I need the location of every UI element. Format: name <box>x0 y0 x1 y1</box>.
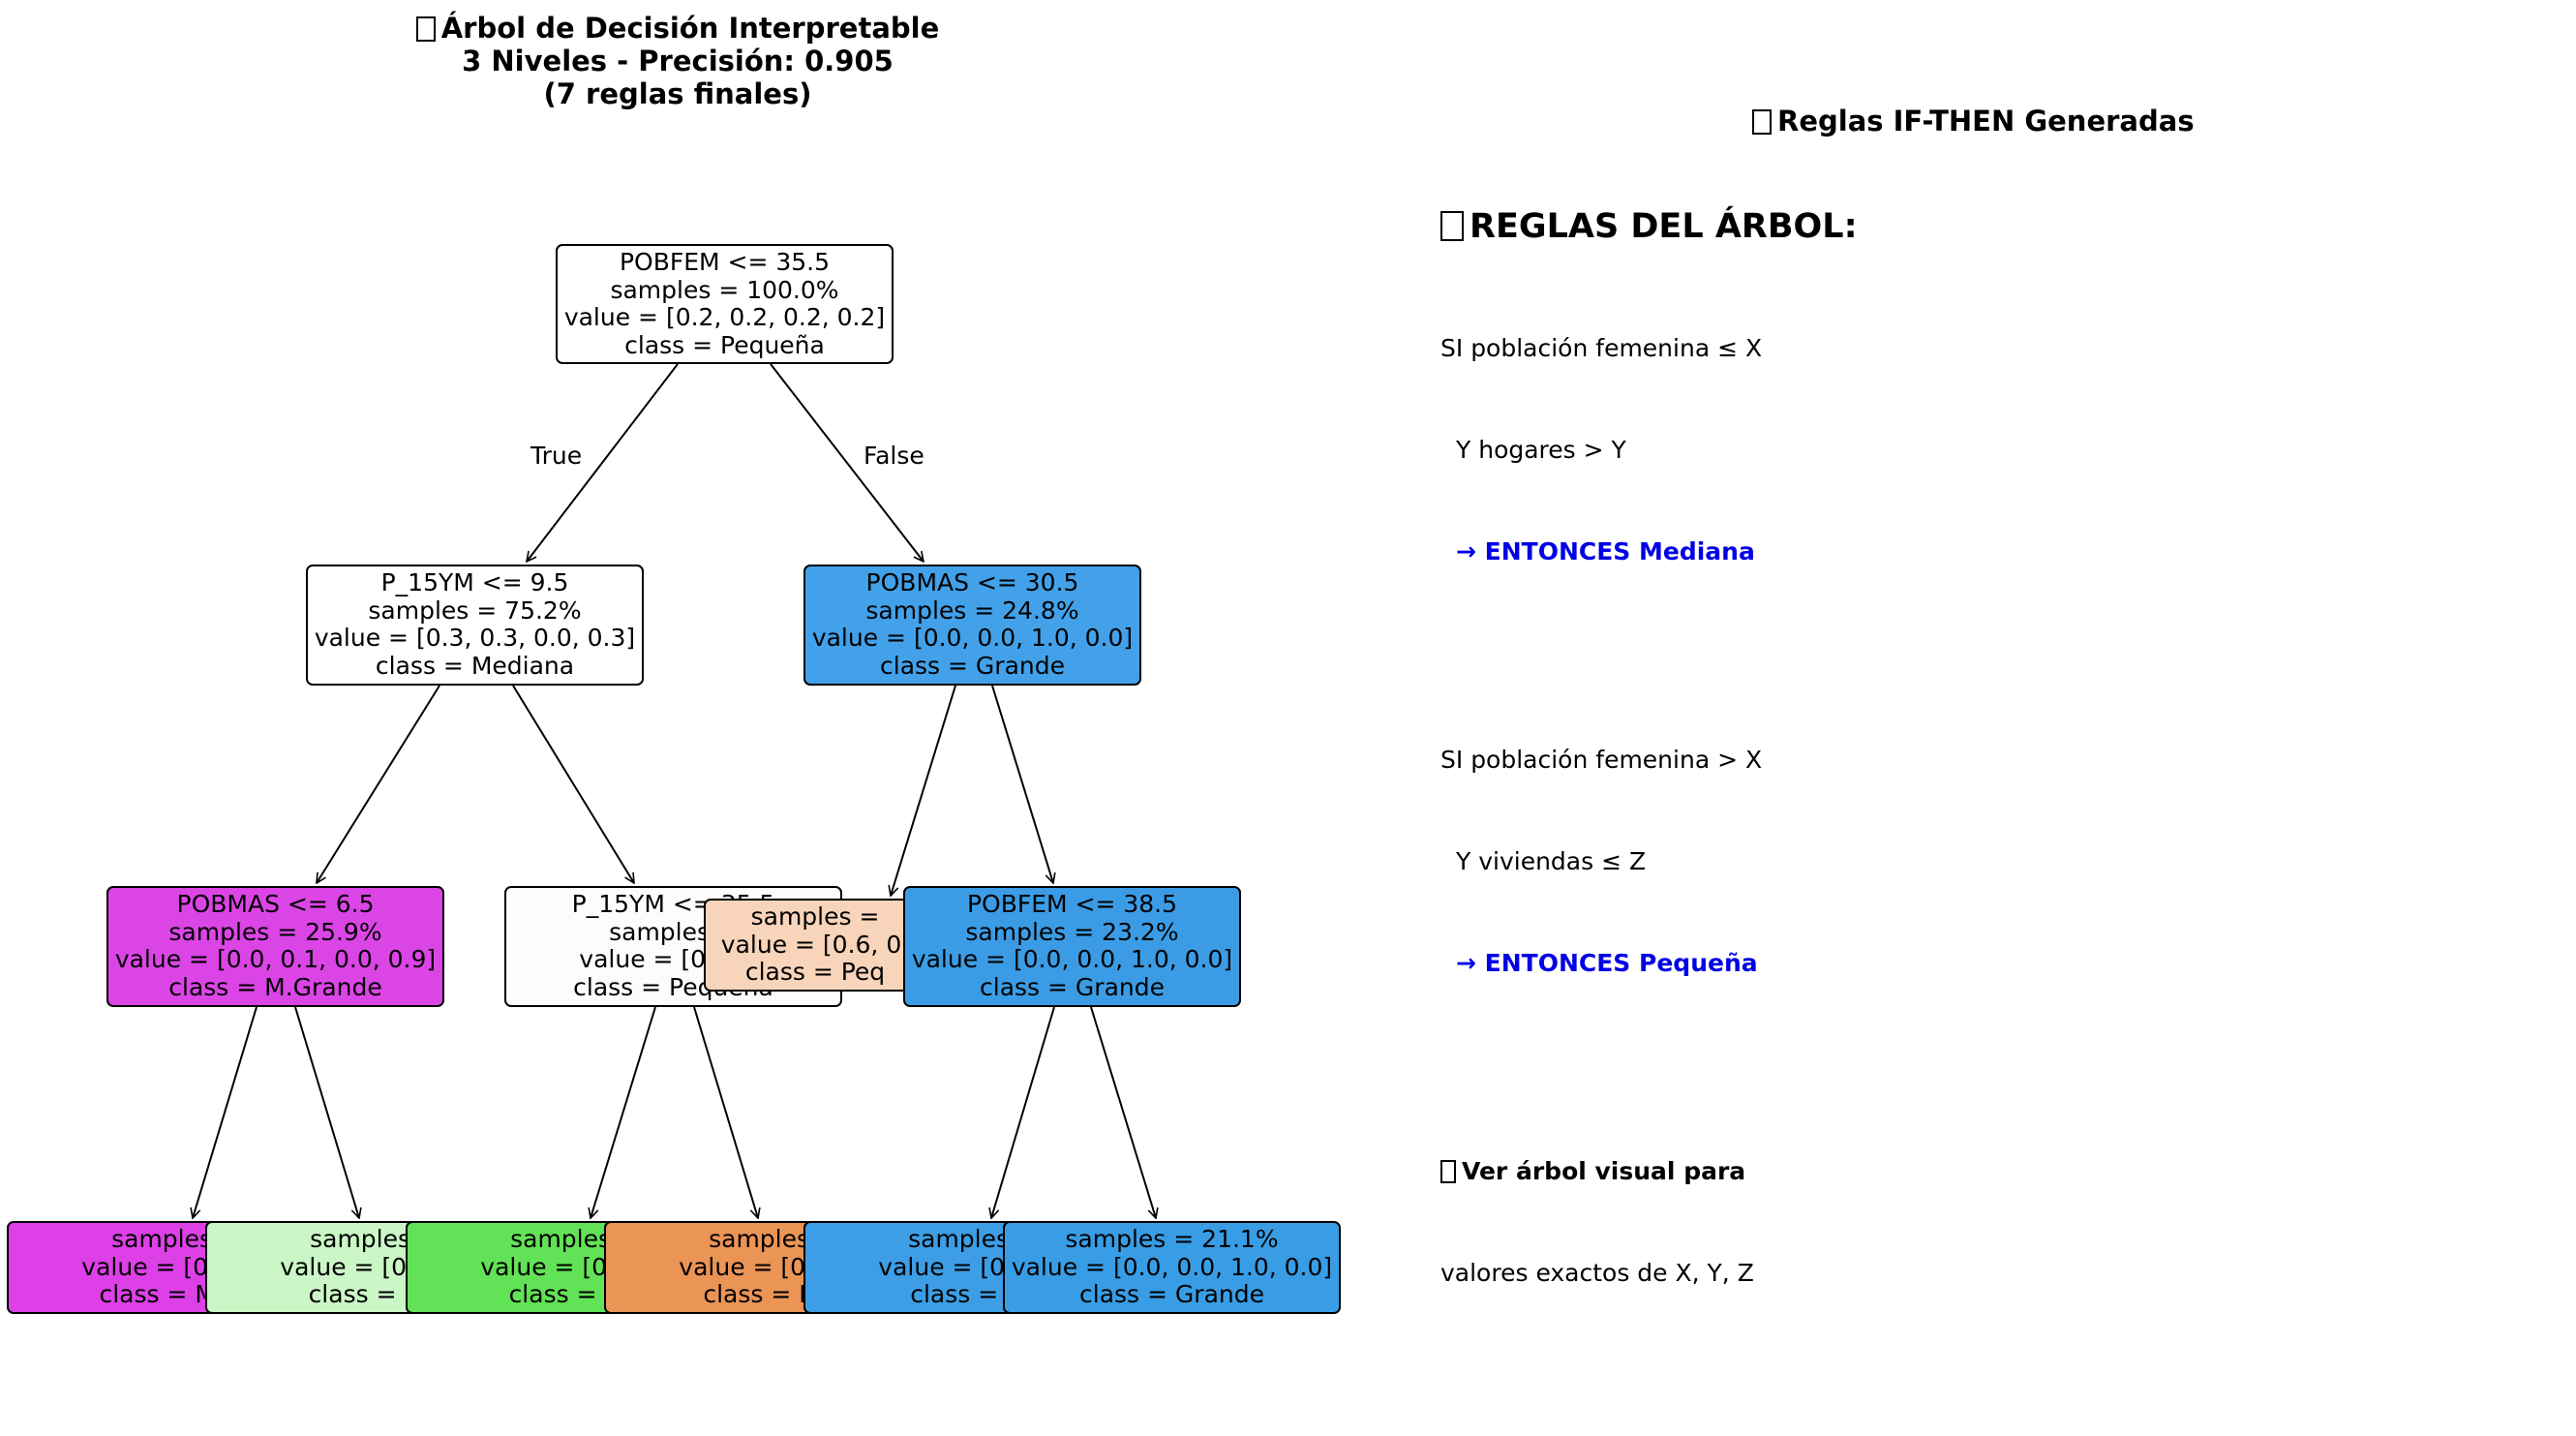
rule1-condition-1: SI población femenina ≤ X <box>1440 334 1763 362</box>
node-line: class = Grande <box>880 651 1065 680</box>
edge-n4-l4 <box>693 1006 758 1218</box>
node-line: value = [0.2, 0.2, 0.2, 0.2] <box>563 303 886 331</box>
node-line: POBFEM <= 38.5 <box>966 890 1178 918</box>
edge-n3-l2 <box>294 1006 359 1218</box>
node-line: value = [0.0, 0.0, 1.0, 0.0] <box>811 624 1134 652</box>
tree-node-pobfem-38-5: POBFEM <= 38.5 samples = 23.2% value = [… <box>903 886 1241 1007</box>
edge-n2-n6 <box>991 685 1053 883</box>
rules-heading: REGLAS DEL ÁRBOL: <box>1440 207 1858 246</box>
edge-n6-l6 <box>1090 1006 1156 1218</box>
node-line: P_15YM <= 9.5 <box>380 568 569 596</box>
tree-title-line2: 3 Niveles - Precisión: 0.905 <box>462 45 894 77</box>
edge-n4-l3 <box>591 1006 656 1218</box>
node-line: class = Peq <box>744 958 886 986</box>
tree-node-root: POBFEM <= 35.5 samples = 100.0% value = … <box>556 244 894 364</box>
edge-root-n2 <box>770 363 924 562</box>
node-line: POBMAS <= 30.5 <box>865 568 1079 596</box>
node-line: samples = 24.8% <box>865 596 1079 625</box>
node-line: samples = 21.1% <box>1065 1225 1279 1253</box>
note-line-1-text: Ver árbol visual para <box>1462 1157 1746 1185</box>
edge-n3-l1 <box>193 1006 258 1218</box>
rule1-action: → ENTONCES Mediana <box>1456 537 1755 565</box>
box-glyph-icon <box>415 16 436 42</box>
box-glyph-icon <box>1440 1160 1456 1183</box>
node-line: value = [0.0, 0.0, 1.0, 0.0] <box>1011 1252 1333 1281</box>
tree-title-line1: Árbol de Decisión Interpretable <box>440 12 940 45</box>
rule2-condition-2: Y viviendas ≤ Z <box>1456 847 1647 875</box>
node-line: samples = <box>750 902 880 931</box>
note-line-2: valores exactos de X, Y, Z <box>1440 1259 1754 1287</box>
tree-title-line3: (7 reglas finales) <box>543 77 812 110</box>
node-line: value = [0.3, 0.3, 0.0, 0.3] <box>314 624 636 652</box>
box-glyph-icon <box>1752 109 1772 135</box>
node-line: value = [0.6, 0. <box>720 930 910 959</box>
tree-node-leaf-pequena-mid: samples = value = [0.6, 0. class = Peq <box>704 899 926 992</box>
tree-title: Árbol de Decisión Interpretable 3 Nivele… <box>290 12 1065 110</box>
node-line: samples = 25.9% <box>168 917 382 946</box>
edge-root-n1 <box>527 363 679 562</box>
tree-node-pobmas-30-5: POBMAS <= 30.5 samples = 24.8% value = [… <box>803 565 1141 686</box>
box-glyph-icon <box>1440 211 1464 241</box>
node-line: value = [0.0, 0.0, 1.0, 0.0] <box>911 945 1233 973</box>
tree-leaf-6: samples = 21.1% value = [0.0, 0.0, 1.0, … <box>1003 1221 1341 1314</box>
edge-label-false: False <box>864 442 924 470</box>
edge-n1-n3 <box>317 685 440 883</box>
rules-heading-text: REGLAS DEL ÁRBOL: <box>1470 207 1858 246</box>
edge-n6-l5 <box>991 1006 1055 1218</box>
edge-n2-n5 <box>891 685 956 896</box>
node-line: class = Pequeña <box>624 330 825 359</box>
rules-panel-title: Reglas IF-THEN Generadas <box>1752 105 2195 137</box>
node-line: class = Grande <box>1079 1280 1264 1308</box>
edge-n1-n4 <box>512 685 634 883</box>
note-line-1: Ver árbol visual para <box>1440 1157 1745 1185</box>
node-line: samples = 100.0% <box>610 275 839 304</box>
node-line: value = [0.0, 0.1, 0.0, 0.9] <box>114 945 437 973</box>
rule2-action: → ENTONCES Pequeña <box>1456 949 1758 977</box>
tree-node-p15ym-9-5: P_15YM <= 9.5 samples = 75.2% value = [0… <box>306 565 644 686</box>
rule2-condition-1: SI población femenina > X <box>1440 746 1763 774</box>
edge-label-true: True <box>530 442 583 470</box>
node-line: class = M.Grande <box>168 972 382 1001</box>
rule1-condition-2: Y hogares > Y <box>1456 436 1626 464</box>
node-line: POBMAS <= 6.5 <box>176 890 375 918</box>
node-line: class = Mediana <box>375 651 575 680</box>
node-line: samples = 23.2% <box>965 917 1179 946</box>
node-line: POBFEM <= 35.5 <box>619 248 831 276</box>
tree-node-pobmas-6-5: POBMAS <= 6.5 samples = 25.9% value = [0… <box>106 886 444 1007</box>
node-line: class = Grande <box>980 972 1165 1001</box>
node-line: samples = 75.2% <box>368 596 582 625</box>
rules-title-text: Reglas IF-THEN Generadas <box>1777 105 2195 137</box>
